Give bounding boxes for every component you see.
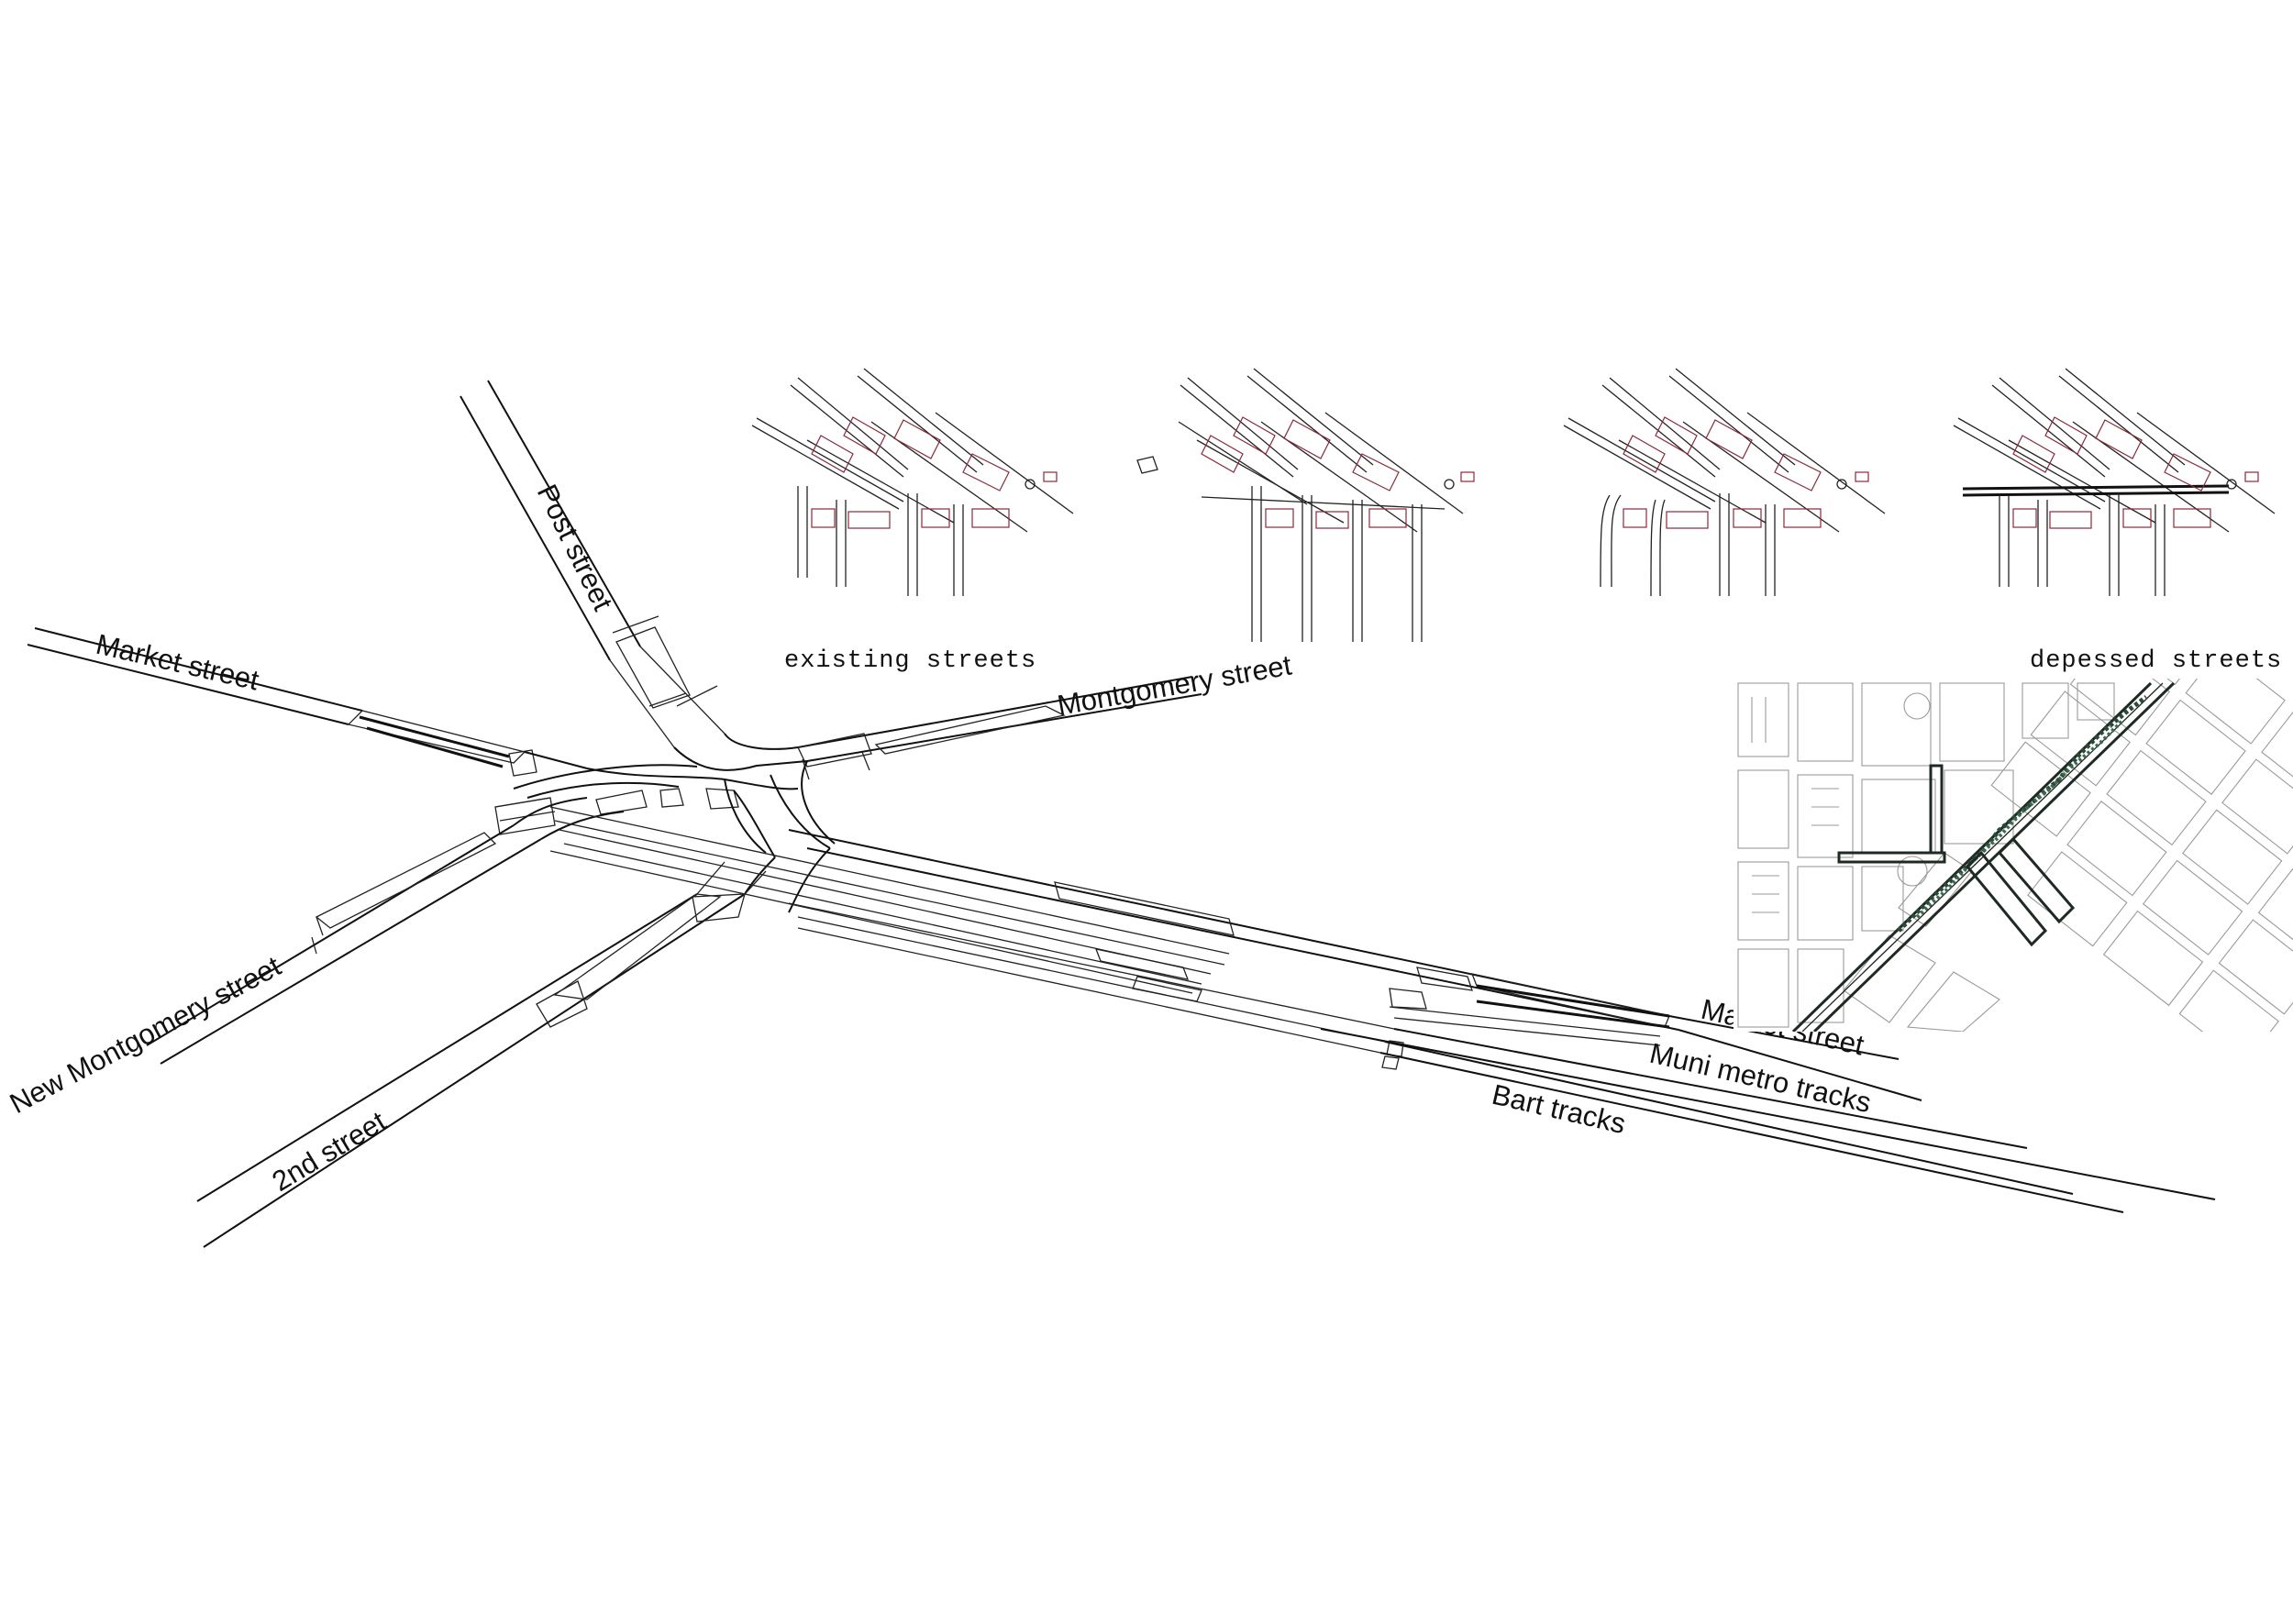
post-street-road — [460, 380, 726, 748]
thumb-streets — [1953, 368, 2276, 596]
second-street-label: 2nd street — [267, 1105, 393, 1198]
bart-tracks-label: Bart tracks — [1489, 1078, 1628, 1140]
thumb-buildings — [1136, 416, 1475, 529]
market-muni-bart-tracks — [549, 806, 2216, 1213]
thumb-buildings — [811, 416, 1058, 529]
axonometric-drawing — [27, 380, 2216, 1248]
new-montgomery-street-label: New Montgomery street — [5, 950, 286, 1121]
thumb-buildings — [2012, 416, 2259, 529]
second-street-road — [196, 861, 767, 1248]
central-intersection — [494, 733, 836, 913]
thumb-streets — [1563, 368, 1886, 597]
market-street-west-road — [27, 627, 588, 777]
thumbnail-existing-streets: existing streets — [751, 368, 1074, 675]
caption-existing-streets: existing streets — [784, 647, 1036, 675]
caption-depessed-streets: depessed streets — [2030, 647, 2282, 675]
thumb-streets — [751, 368, 1074, 596]
montgomery-street-label: Montgomery street — [1055, 648, 1294, 721]
thumb-streets — [1178, 368, 1464, 642]
new-montgomery-street-road — [146, 797, 625, 1065]
thumbnail-streets-variant-2 — [1136, 368, 1475, 642]
market-street-west-label: Market street — [93, 628, 261, 697]
thumbnail-streets-variant-3 — [1563, 368, 1886, 597]
map-market-corridor — [1791, 681, 2176, 1032]
site-plan-map — [1734, 679, 2293, 1032]
thumbnail-depressed-streets: depessed streets — [1953, 368, 2282, 675]
thumb-buildings — [1623, 416, 1869, 529]
montgomery-street-road — [797, 676, 1202, 780]
post-street-label: Post street — [531, 480, 620, 616]
map-west-blocks — [1737, 682, 2115, 1028]
